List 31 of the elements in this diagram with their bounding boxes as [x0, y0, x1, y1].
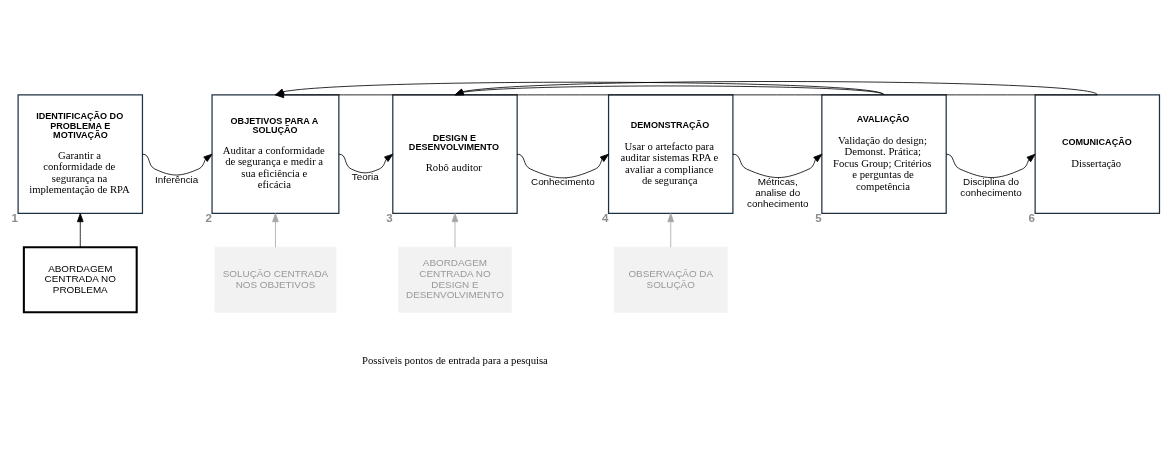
node-label: 5	[815, 211, 822, 224]
arrow	[667, 213, 675, 248]
node-box: DEMONSTRAÇÃO Usar o artefacto para auditar sistemas RPA e avaliar a compliance de segurança	[607, 94, 734, 215]
node-label: 2	[205, 211, 212, 224]
arrow	[516, 153, 609, 179]
node-label: 3	[386, 211, 393, 224]
edge-label: Disciplina do conhecimento	[960, 176, 1022, 198]
node-box: IDENTIFICAÇÃO DO PROBLEMA E MOTIVAÇÃO Garantir a conformidade de segurança na implementação de RPA	[17, 94, 144, 215]
label: Possíveis pontos de entrada para a pesquisa	[362, 353, 548, 366]
node-label: 6	[1028, 211, 1035, 224]
arrow	[451, 213, 459, 248]
node-label: 4	[601, 211, 609, 224]
node-box: ABORDAGEM CENTRADA NO PROBLEMA	[22, 246, 138, 314]
arrow	[338, 153, 394, 174]
arrow	[732, 153, 823, 178]
arrow	[945, 153, 1036, 178]
edge-label: Métricas, analise do conhecimento	[747, 176, 809, 209]
edge-label: Teoria	[351, 171, 379, 183]
node-box: SOLUÇÃO CENTRADA NOS OBJETIVOS	[214, 246, 337, 313]
arrow	[77, 213, 84, 248]
edge-label: Conhecimento	[531, 176, 595, 188]
edge-label: Inferência	[154, 173, 199, 185]
node-label: 1	[11, 211, 18, 224]
arrow	[142, 153, 213, 176]
node-box: COMUNICAÇÃO Dissertação	[1034, 94, 1161, 215]
node-box: ABORDAGEM CENTRADA NO DESIGN E DESENVOLVIMENTO	[398, 246, 512, 313]
node-box: AVALIAÇÃO Validação do design; Demonst. Prática; Focus Group; Critérios e perguntas de competência	[821, 94, 947, 215]
node-box: OBJETIVOS PARA A SOLUÇÃO Auditar a conformidade de segurança e medir a sua eficiência e eficácia	[211, 94, 340, 215]
arrow	[272, 213, 279, 248]
node-box: DESIGN E DESENVOLVIMENTO Robô auditor	[392, 94, 518, 215]
node-box: OBSERVAÇÃO DA SOLUÇÃO	[613, 246, 728, 313]
